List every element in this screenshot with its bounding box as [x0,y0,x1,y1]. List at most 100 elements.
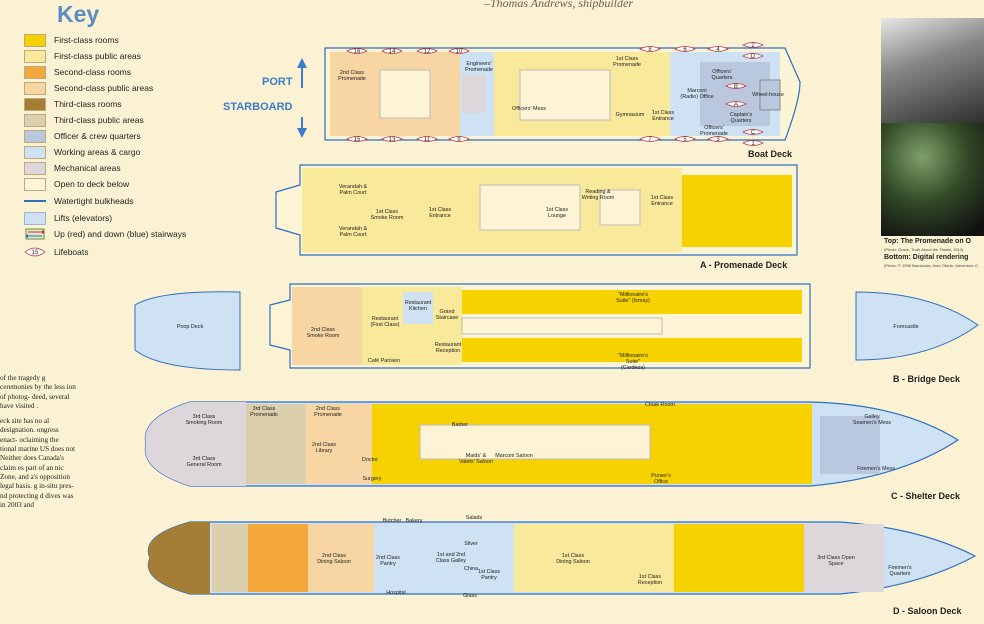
b-deck-plan [134,283,979,371]
legend-item: Officer & crew quarters [24,129,141,143]
svg-text:3: 3 [716,137,720,143]
lifeboat: 1 [742,140,764,147]
svg-text:5: 5 [683,137,687,143]
room-label: Salads [466,515,483,521]
room-label: Silver [464,541,478,547]
lifeboat: 16 [346,48,368,55]
legend-item: Third-class public areas [24,113,144,127]
legend-label: Third-class rooms [54,99,122,109]
legend-swatch [24,129,46,143]
legend-item: Third-class rooms [24,97,122,111]
legend-item: Second-class public areas [24,81,153,95]
d-deck-plan [147,521,977,595]
legend-swatch [24,97,46,111]
caption-credit: (Photo: © 1998 Barracuda, from Titanic: … [884,263,978,268]
promenade-photo [881,18,984,123]
room-label: Bakery [406,518,423,524]
lifeboat: 12 [416,48,438,55]
article-paragraph: of the tragedy g ceremonies by the less … [0,374,76,410]
legend-label: Watertight bulkheads [54,196,134,206]
room-label: Doctor [362,457,378,463]
legend-label: Lifts (elevators) [54,213,113,223]
svg-text:C: C [751,130,756,136]
svg-text:11: 11 [424,137,431,143]
svg-text:13: 13 [389,137,396,143]
legend-item: Open to deck below [24,177,129,191]
lifeboat: 5 [674,136,696,143]
deck-name-d: D - Saloon Deck [893,606,962,616]
room-label: Reading &Writing Room [582,189,615,201]
svg-text:B: B [734,84,738,90]
lift-icon [24,211,46,225]
legend-swatch [24,177,46,191]
svg-text:10: 10 [456,49,463,55]
caption-credit: (Photo: Grace, Truth About the Titanic, … [884,247,964,252]
room-label: Poop Deck [177,324,204,330]
room-label: Officers'Quarters [712,69,733,81]
lifeboat: 2 [742,42,764,49]
lifeboat: 4 [707,46,729,53]
legend-item: Second-class rooms [24,65,131,79]
svg-text:D: D [751,54,756,60]
room-label: Gymnasium [616,112,645,118]
legend-swatch [24,81,46,95]
legend-swatch [24,33,46,47]
article-text: of the tragedy g ceremonies by the less … [0,374,76,516]
room-label: Engineers'Promenade [465,61,493,73]
lifeboat: 6 [674,46,696,53]
legend-label: First-class rooms [54,35,119,45]
svg-text:A: A [734,102,738,108]
svg-text:9: 9 [457,137,461,143]
legend-item: Mechanical areas [24,161,121,175]
legend-swatch [24,65,46,79]
room-label: Marconi(Radio) Office [680,88,713,100]
lifeboat-icon: 15 [24,247,46,257]
legend-item: First-class public areas [24,49,141,63]
caption-bottom: Bottom: Digital rendering [884,254,969,261]
legend-label: Third-class public areas [54,115,144,125]
room-label: China [464,566,478,572]
room-label: Officers'Promenade [700,125,728,137]
lifeboat: 9 [448,136,470,143]
room-label: Butcher [383,518,402,524]
svg-text:2: 2 [751,43,755,49]
quote-attribution: –Thomas Andrews, shipbuilder [484,0,634,10]
deck-name-boat: Boat Deck [748,149,793,159]
lifeboat: 14 [381,48,403,55]
legend-item: Working areas & cargo [24,145,140,159]
boat-deck-plan [324,47,801,141]
lifeboat: 11 [416,136,438,143]
lifeboat: 13 [381,136,403,143]
svg-text:14: 14 [389,49,396,55]
legend-item: Lifts (elevators) [24,211,112,225]
key-title: Key [57,1,100,27]
starboard-label: STARBOARD [223,101,293,113]
legend-label: Open to deck below [54,179,130,189]
legend-item: First-class rooms [24,33,119,47]
room-label: Restaurant(First Class) [370,316,399,328]
lifeboat: 15 [346,136,368,143]
svg-text:16: 16 [354,49,361,55]
legend-item: Up (red) and down (blue) stairways [24,227,186,241]
